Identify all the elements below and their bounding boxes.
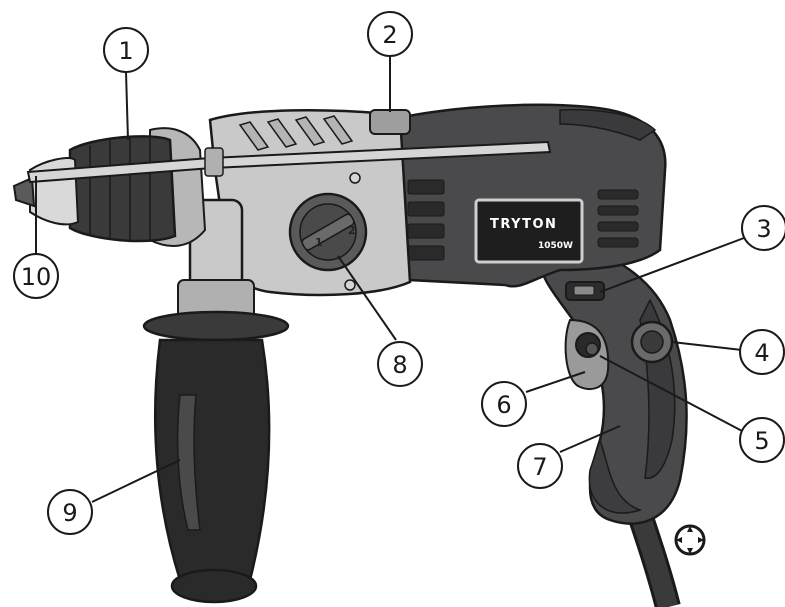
rear-vents [597, 189, 639, 248]
callout-6: 6 [481, 381, 527, 427]
callout-5-number: 5 [754, 427, 769, 455]
side-vents [407, 179, 445, 261]
mode-selector-dial: 1 2 [288, 172, 368, 291]
leader-5 [599, 355, 745, 433]
callout-8-number: 8 [392, 351, 407, 379]
callout-8: 8 [377, 341, 423, 387]
leader-1 [125, 71, 129, 141]
leader-lines [35, 56, 745, 503]
speed-control-wheel [630, 320, 674, 364]
dial-number-2: 2 [348, 224, 356, 237]
callout-5: 5 [739, 417, 785, 463]
direction-switch [565, 281, 605, 301]
callout-7: 7 [517, 443, 563, 489]
callout-3-number: 3 [756, 215, 771, 243]
callout-2-number: 2 [382, 21, 397, 49]
leader-9 [91, 459, 181, 503]
top-vent [369, 109, 411, 135]
auxiliary-handle [142, 198, 290, 604]
leader-8 [337, 255, 397, 341]
top-ribs [238, 115, 354, 151]
power-cord [627, 510, 706, 607]
main-handle [538, 238, 688, 525]
trigger-assembly [564, 318, 610, 390]
callout-10-number: 10 [21, 263, 52, 291]
callout-9: 9 [47, 489, 93, 535]
leader-4 [671, 341, 743, 351]
callout-10: 10 [13, 253, 59, 299]
callout-6-number: 6 [496, 391, 511, 419]
leader-3 [599, 237, 745, 293]
keyed-chuck [12, 127, 207, 247]
callout-9-number: 9 [62, 499, 77, 527]
leader-6 [525, 371, 586, 393]
callout-7-number: 7 [532, 453, 547, 481]
dial-number-1: 1 [315, 236, 323, 249]
depth-stop-rod [26, 140, 552, 184]
brand-plate: TRYTON 1050W [474, 198, 584, 264]
callout-3: 3 [741, 205, 785, 251]
callout-4: 4 [739, 329, 785, 375]
power-rating-label: 1050W [538, 241, 573, 251]
callout-1-number: 1 [118, 37, 133, 65]
callout-1: 1 [103, 27, 149, 73]
brand-label: TRYTON [490, 217, 557, 232]
callout-2: 2 [367, 11, 413, 57]
callout-4-number: 4 [754, 339, 769, 367]
leader-7 [559, 425, 621, 453]
